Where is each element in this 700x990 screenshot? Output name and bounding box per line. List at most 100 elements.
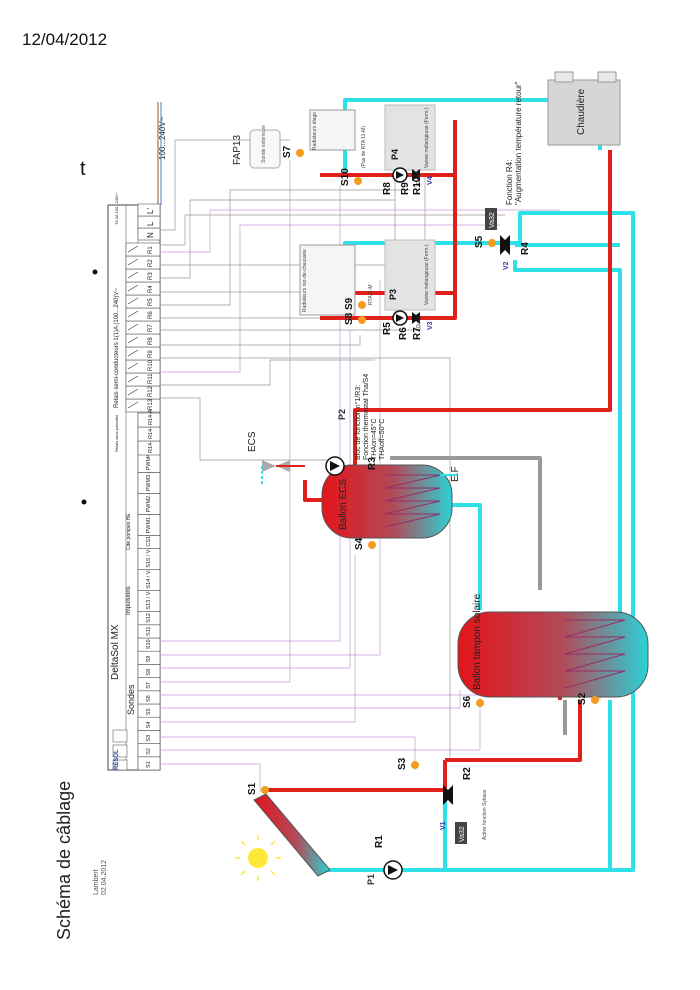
three-way-valve-icon xyxy=(412,169,420,181)
sensor-dot xyxy=(358,316,366,324)
sensor-dot xyxy=(261,786,269,794)
terminal-label: S14 / V40 xyxy=(146,564,152,588)
terminal-label: S3 xyxy=(146,735,152,742)
terminal-label: S4 xyxy=(146,722,152,729)
buffer-tank-label: Ballon tampon solaire xyxy=(472,593,483,690)
sans-pot-terminal-label: R14-M xyxy=(148,422,154,439)
sondes-label: Sondes xyxy=(126,684,136,715)
radiator-upstairs xyxy=(309,104,436,171)
relay-switch xyxy=(127,310,139,318)
relay-strip: R13R12R11R10R9R8R7R6R5R4R3R2R1NLL'R14-RR… xyxy=(125,203,161,456)
augmentation-label: "Augmentation température retour" xyxy=(514,81,523,205)
relay-switch xyxy=(127,258,139,266)
boiler xyxy=(547,71,621,146)
valve-label: V3 xyxy=(427,321,434,330)
relay-tag: R6 xyxy=(398,327,409,340)
relay-switch xyxy=(127,284,139,292)
relay-switch xyxy=(127,375,139,383)
page-date: 12/04/2012 xyxy=(22,30,108,49)
relay-cell xyxy=(125,307,161,322)
ecs-tap-icon xyxy=(261,460,305,485)
sensor-label: S5 xyxy=(474,235,485,248)
bullet-dot xyxy=(92,269,98,275)
tha-off-label: THAoff=50°C xyxy=(378,419,386,460)
relay-label: R9 xyxy=(148,350,154,358)
three-way-valve-icon xyxy=(500,235,510,255)
relay-cell xyxy=(125,385,161,400)
relay-label: R4 xyxy=(148,285,154,293)
relay-label: R6 xyxy=(148,311,154,319)
rta11-label-2: RTA11-M xyxy=(368,284,374,305)
radiator-label-2: Radiateurs rez-de-chaussée xyxy=(302,249,308,312)
rta11-label-1: (Pas de RTA 11-M) xyxy=(361,126,367,168)
relay-switch xyxy=(127,401,139,409)
sensor-dot xyxy=(368,541,376,549)
sensor-dot xyxy=(358,301,366,309)
relay-cell xyxy=(125,398,161,413)
relay-switch xyxy=(127,336,139,344)
relay-cell xyxy=(125,320,161,335)
relay-tag: R3 xyxy=(367,457,378,470)
pump-label: P2 xyxy=(337,409,347,420)
radiator-label-1: Radiateurs étage xyxy=(312,112,318,150)
relay-label: R1 xyxy=(148,246,154,254)
svg-text:Va32: Va32 xyxy=(459,826,466,842)
controller-brand: RESOL xyxy=(114,749,120,770)
three-way-valve-icon xyxy=(443,785,453,805)
relais-label: Relais semi-conducteurs 1(1)A (100...240… xyxy=(114,288,120,408)
terminal-label: PWM2 / 0-10V xyxy=(146,476,152,512)
relay-cell xyxy=(125,255,161,270)
pump-icon xyxy=(383,860,403,880)
relay-tag: R8 xyxy=(382,182,393,195)
terminal-label: S9 xyxy=(146,656,152,663)
relay-label: R13 xyxy=(148,398,154,410)
active-sybass-label: Active fonction Sybass xyxy=(482,789,488,840)
sensor-label: S3 xyxy=(397,757,408,770)
sensor-label: S4 xyxy=(354,537,365,550)
ecs-outlet-label: ECS xyxy=(247,431,258,452)
sensor-label: S1 xyxy=(247,782,258,795)
terminal-label: S5 xyxy=(146,708,152,715)
fonction-r4-label: Fonction R4: xyxy=(505,160,514,205)
terminal-label: PWM1 / 0-10V xyxy=(146,497,152,533)
grey-pipes xyxy=(390,456,567,735)
relay-tag: R7 xyxy=(412,327,423,340)
relay-tag: R9 xyxy=(400,182,411,195)
relay-switch xyxy=(127,323,139,331)
relay-cell xyxy=(125,372,161,387)
sun-icon xyxy=(235,835,281,881)
sensor-dot xyxy=(296,149,304,157)
sensor-label: S10 xyxy=(340,168,351,186)
terminal-label: S12 xyxy=(146,613,152,623)
relay-switch xyxy=(127,297,139,305)
sensor-dot xyxy=(411,761,419,769)
three-way-valve-icon xyxy=(412,312,420,324)
radiator-downstairs xyxy=(299,239,436,316)
mixing-valve-label-2: Vanne mélangeuse (Ferm.) xyxy=(424,244,430,305)
relay-cell xyxy=(125,346,161,361)
terminal-label: S2 xyxy=(146,748,152,755)
valve-label: V2 xyxy=(503,261,510,270)
pump-label: P3 xyxy=(388,289,398,300)
sensor-label: S6 xyxy=(462,695,473,708)
relay-cell xyxy=(125,242,161,257)
ecs-tank-label: Ballon ECS xyxy=(338,479,349,530)
ecs-tank xyxy=(321,464,453,539)
mixing-valve-label-1: Vanne mélangeuse (Ferm.) xyxy=(424,107,430,168)
terminal-label: S10 xyxy=(146,639,152,649)
diagram-title: Schéma de câblage xyxy=(54,781,74,940)
relay-switch xyxy=(127,245,139,253)
power-terminal-label: L' xyxy=(146,208,155,214)
relay-cell xyxy=(125,281,161,296)
relay-tag: R1 xyxy=(374,835,385,848)
sensor-label: S2 xyxy=(577,692,588,705)
terminal-label: S7 xyxy=(146,682,152,689)
sonde-ext-label: Sonde extérieure xyxy=(261,125,267,163)
terminal-label: S6 xyxy=(146,695,152,702)
sensor-label: S9 xyxy=(344,297,355,310)
buffer-tank xyxy=(457,611,649,698)
mains-label: 100...240V~ xyxy=(158,116,167,160)
terminal-label: S1 xyxy=(146,761,152,768)
